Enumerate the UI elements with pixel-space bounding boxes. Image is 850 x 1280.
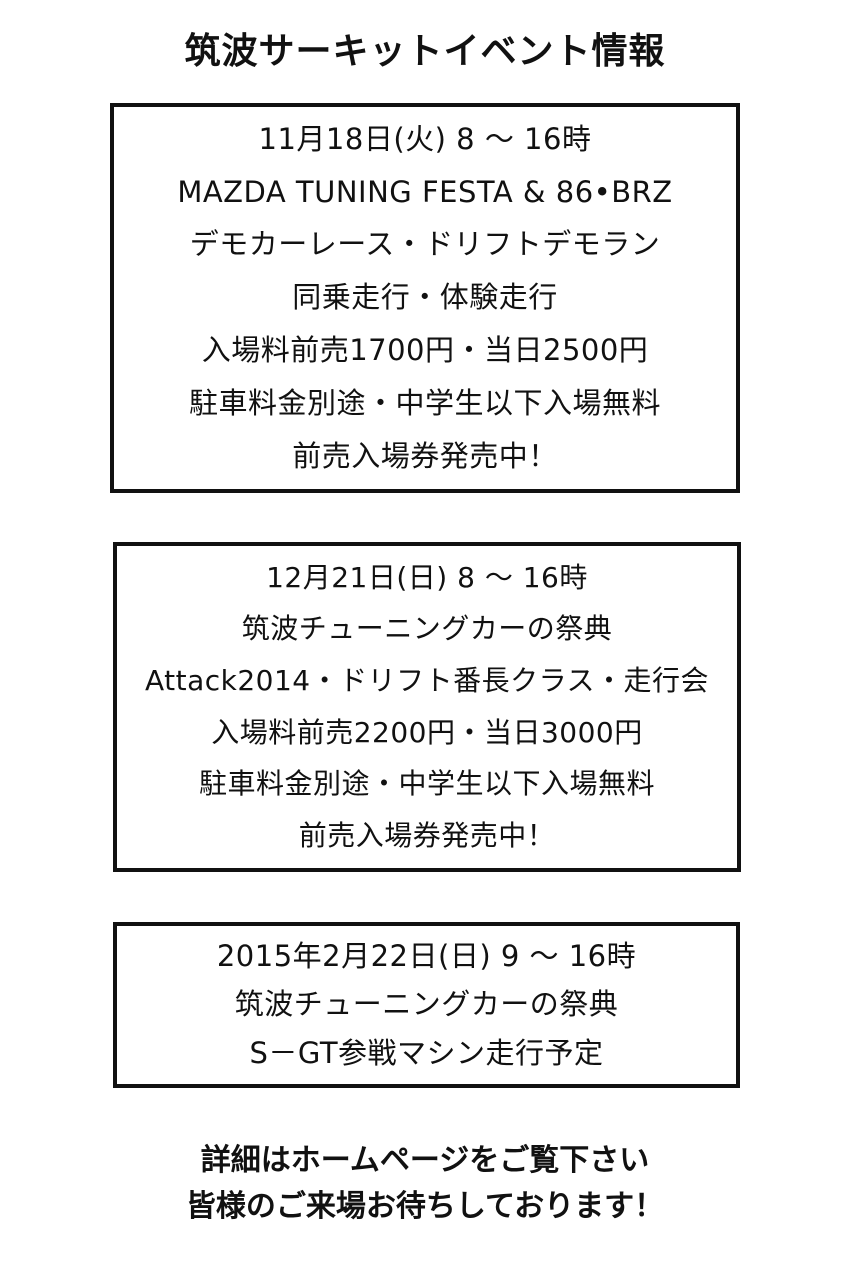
event-name: 筑波チューニングカーの祭典 [241,612,613,646]
event-date: 12月21日(日) 8 ～ 16時 [266,560,588,594]
event-parking-note: 駐車料金別途・中学生以下入場無料 [198,767,655,801]
event-program: デモカーレース・ドリフトデモラン [189,227,661,262]
event-box-feb-22: 2015年2月22日(日) 9 ～ 16時 筑波チューニングカーの祭典 S－GT… [113,922,740,1088]
event-program: 同乗走行・体験走行 [292,280,558,315]
event-parking-note: 駐車料金別途・中学生以下入場無料 [188,385,661,420]
event-box-dec-21: 12月21日(日) 8 ～ 16時 筑波チューニングカーの祭典 Attack20… [113,542,741,872]
event-name: MAZDA TUNING FESTA & 86•BRZ [177,174,673,209]
footer-message: 詳細はホームページをご覧下さい 皆様のご来場お待ちしております！ [0,1138,850,1230]
footer-line-details: 詳細はホームページをご覧下さい [200,1143,650,1178]
event-date: 11月18日(火) 8 ～ 16時 [258,121,592,156]
event-program: S－GT参戦マシン走行予定 [249,1035,604,1070]
event-admission: 入場料前売2200円・当日3000円 [211,715,643,749]
footer-line-welcome: 皆様のご来場お待ちしております！ [185,1189,665,1224]
event-date: 2015年2月22日(日) 9 ～ 16時 [216,938,637,973]
event-program: Attack2014・ドリフト番長クラス・走行会 [144,664,710,698]
event-box-nov-18: 11月18日(火) 8 ～ 16時 MAZDA TUNING FESTA & 8… [110,103,740,493]
event-admission: 入場料前売1700円・当日2500円 [201,333,649,368]
event-ticket-note: 前売入場券発売中！ [298,819,556,853]
event-name: 筑波チューニングカーの祭典 [234,987,619,1022]
event-ticket-note: 前売入場券発売中！ [292,438,558,473]
page-title: 筑波サーキットイベント情報 [184,31,666,72]
